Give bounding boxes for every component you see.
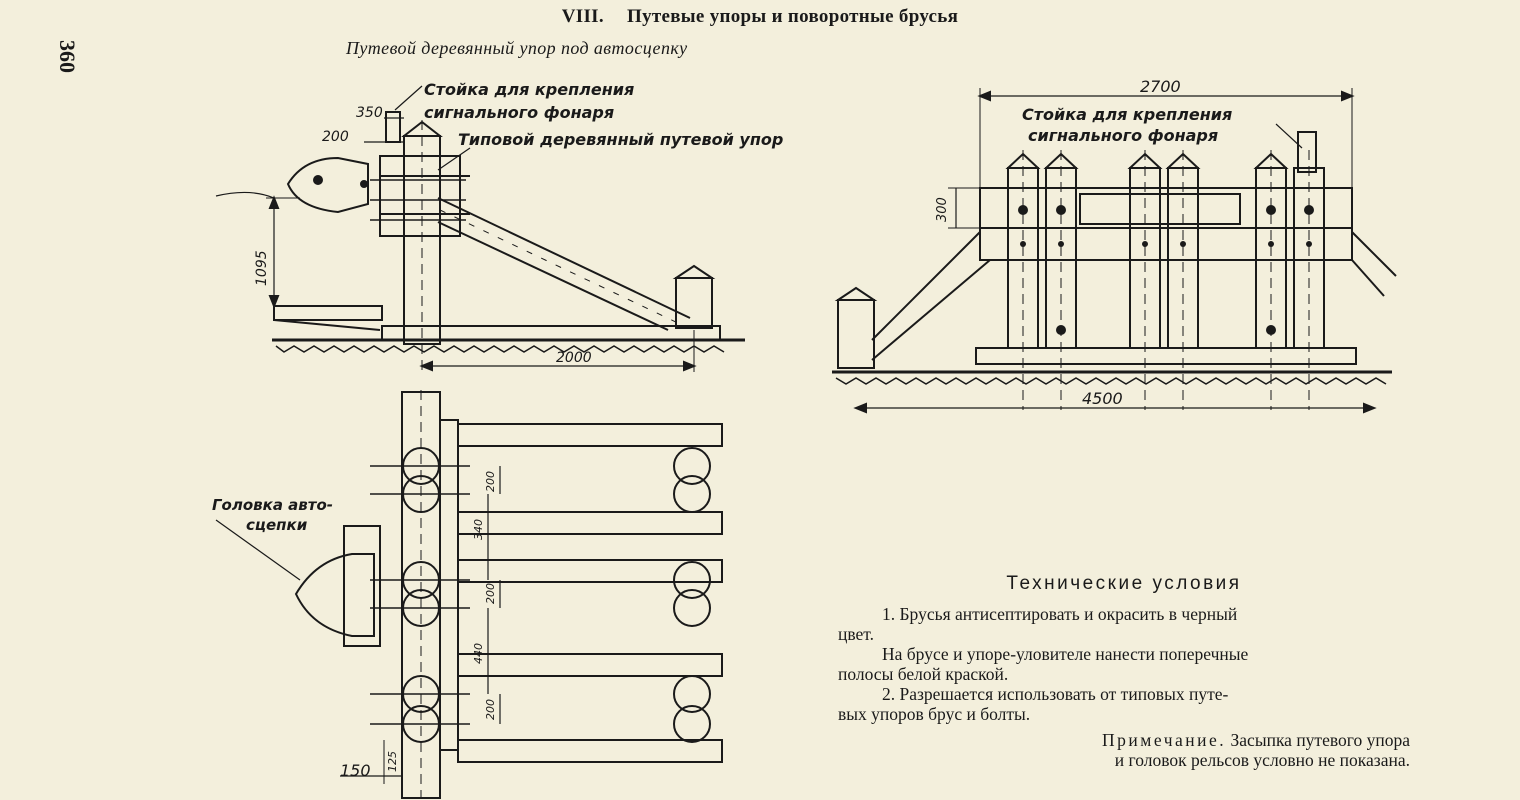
plan-dim-200-a: 200 (484, 471, 497, 492)
plan-dim-440: 440 (472, 643, 485, 664)
tech-item1b-line1: На брусе и упоре-уловителе нанести попер… (882, 644, 1249, 664)
note-label: Примечание. (1102, 730, 1227, 750)
side-dim-2000: 2000 (556, 350, 592, 366)
plan-head-label-1: Головка авто- (212, 496, 333, 514)
note-text-1: Засыпка путевого упора (1230, 730, 1410, 750)
plan-dim-340: 340 (472, 519, 485, 540)
front-view (832, 88, 1397, 414)
tech-item1-line2: цвет. (838, 624, 874, 644)
plan-dim-200-b: 200 (484, 583, 497, 604)
front-dim-2700: 2700 (1140, 77, 1181, 96)
section-number: VIII. (561, 6, 604, 27)
tech-item2-line2: вых упоров брус и болты. (838, 704, 1031, 724)
note-text-2: и головок рельсов условно не показана. (1114, 750, 1410, 770)
front-post-label-2: сигнального фонаря (1028, 126, 1218, 145)
side-post-label-1: Стойка для крепления (424, 80, 634, 99)
tech-item1-line1: 1. Брусья антисептировать и окрасить в ч… (882, 604, 1238, 624)
technical-conditions: Технические условия 1. Брусья антисептир… (838, 573, 1410, 771)
front-dim-300: 300 (935, 197, 950, 222)
side-dim-350: 350 (356, 105, 383, 121)
plan-dim-125: 125 (386, 751, 399, 772)
side-dim-1095: 1095 (254, 250, 270, 286)
front-post-label-1: Стойка для крепления (1022, 105, 1232, 124)
plan-dim-200-c: 200 (484, 699, 497, 720)
tech-title: Технические условия (1006, 573, 1242, 594)
side-post-label-2: сигнального фонаря (424, 103, 614, 122)
front-dim-4500: 4500 (1082, 389, 1123, 408)
figure-caption: Путевой деревянный упор под автосцепку (346, 38, 688, 58)
section-title: VIII. Путевые упоры и поворотные брусья (0, 6, 1520, 28)
tech-item2-line1: 2. Разрешается использовать от типовых п… (882, 684, 1229, 704)
side-view (215, 85, 745, 372)
tech-note: Примечание. Засыпка путевого упора (838, 730, 1410, 750)
plan-view (215, 390, 723, 799)
plan-head-label-2: сцепки (246, 516, 308, 534)
side-stop-label: Типовой деревянный путевой упор (458, 130, 783, 149)
tech-item1b-line2: полосы белой краской. (838, 664, 1009, 684)
plan-dim-150: 150 (340, 761, 371, 780)
side-dim-200: 200 (322, 129, 349, 145)
section-title-text: Путевые упоры и поворотные брусья (626, 6, 959, 27)
